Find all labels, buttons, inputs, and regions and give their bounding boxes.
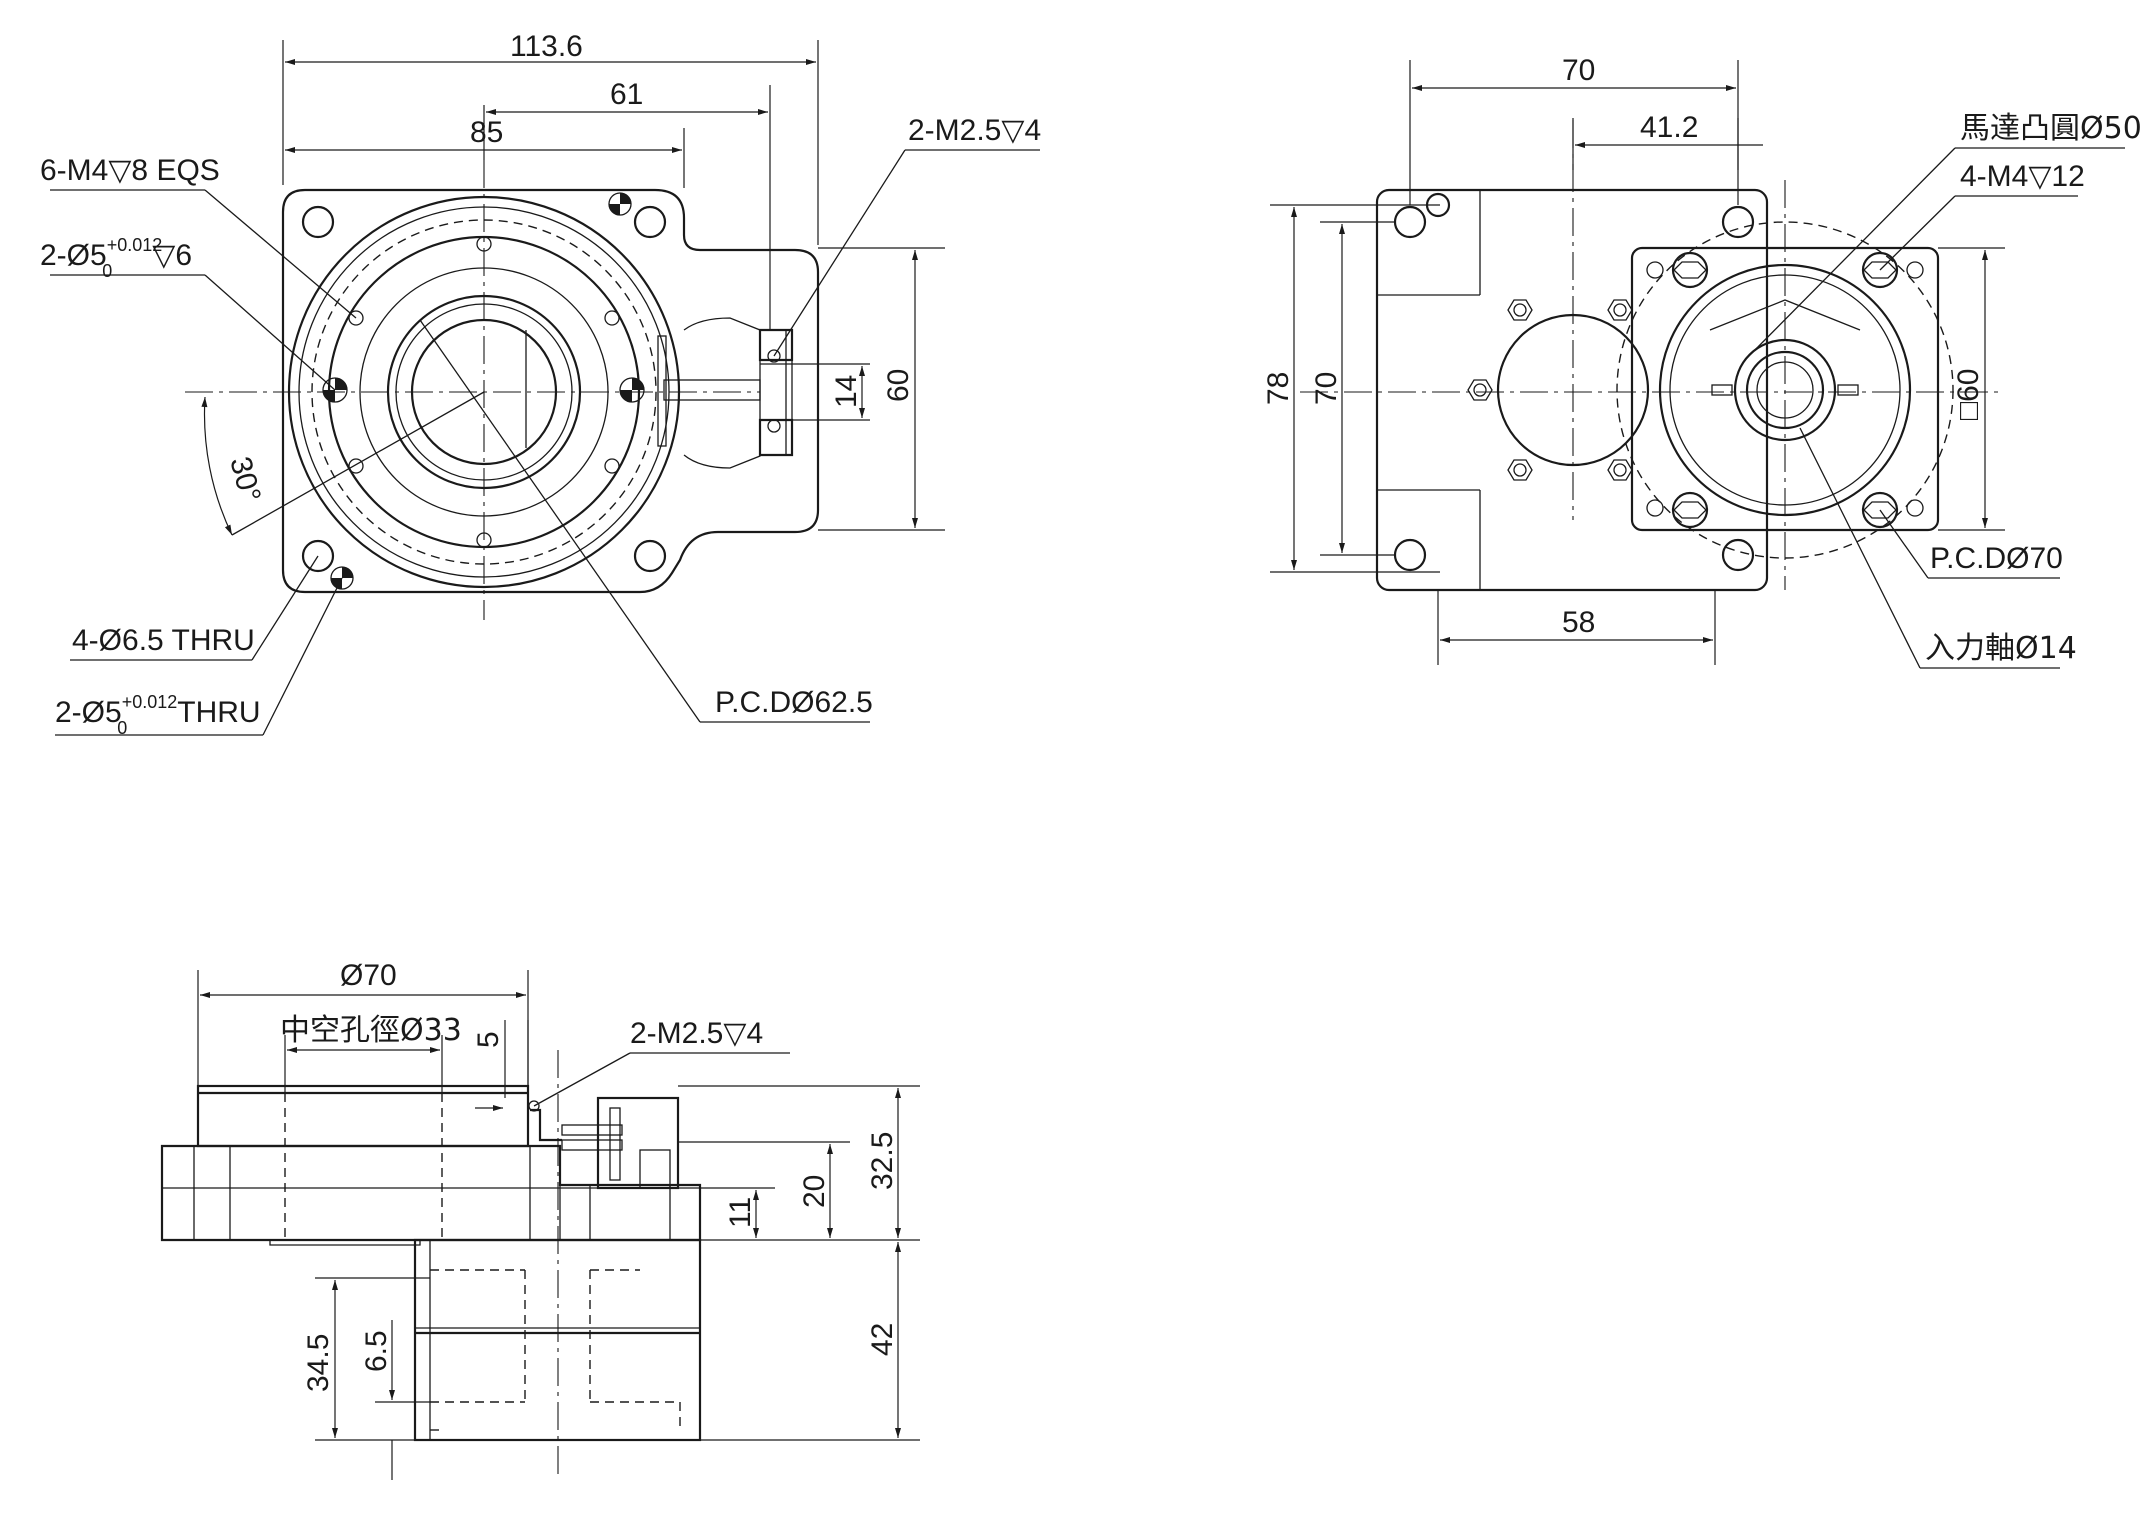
dim-o70: Ø70: [340, 959, 397, 992]
callout-sensor-screw: 2-M2.5▽4: [908, 114, 1041, 147]
side-base-plate: [1375, 188, 1769, 592]
top-view: 113.6 61 85 60 14 30° 6-M4▽8 EQS 2-Ø5+0.…: [40, 30, 1041, 738]
callout-front-sensor-screw: 2-M2.5▽4: [630, 1017, 763, 1050]
top-pcd-circle: [311, 219, 657, 565]
dim-60: 60: [882, 369, 915, 402]
top-bore-outer: [386, 294, 582, 490]
dim-5: 5: [472, 1031, 505, 1048]
front-housing: [160, 1144, 702, 1242]
callout-input-shaft: 入力軸Ø14: [1925, 631, 2077, 666]
callout-4-thru: 4-Ø6.5 THRU: [72, 624, 255, 657]
dim-85: 85: [470, 116, 503, 149]
front-view: Ø70 中空孔徑Ø33 5 32.5 20 11 42 34.5 6.5: [160, 959, 920, 1480]
top-bore-inner: [410, 318, 558, 466]
dim-34-5: 34.5: [302, 1334, 335, 1392]
dim-70-vert: 70: [1310, 372, 1343, 405]
top-corner-holes: [301, 205, 667, 573]
dim-11: 11: [724, 1197, 757, 1228]
dim-113-6: 113.6: [510, 30, 583, 63]
callout-4-m4: 4-M4▽12: [1960, 160, 2085, 193]
dim-20: 20: [798, 1175, 831, 1208]
side-view: 70 41.2 58 78 70 □60 馬達凸圓Ø50 4-M4▽12: [1262, 54, 2142, 669]
side-hub: [1496, 313, 1650, 467]
dim-41-2: 41.2: [1640, 111, 1698, 144]
input-shaft: [1745, 350, 1825, 430]
dim-30-deg: 30°: [223, 453, 267, 505]
top-outer-ring: [287, 195, 681, 589]
side-hub-bolts: [1467, 299, 1633, 481]
dim-hollow-bore: 中空孔徑Ø33: [280, 1013, 462, 1048]
callout-pcd-70: P.C.DØ70: [1930, 542, 2063, 575]
dim-70-top: 70: [1562, 54, 1595, 87]
top-bore-mid: [395, 303, 573, 481]
dim-arc-30: [201, 396, 233, 536]
dim-6-5: 6.5: [360, 1330, 393, 1372]
callout-6-m4: 6-M4▽8 EQS: [40, 154, 220, 187]
front-sensor-bracket: [528, 1096, 680, 1190]
dim-78: 78: [1262, 372, 1295, 405]
motor-pcd-circle: [1616, 221, 1954, 559]
motor-screws: [1646, 251, 1924, 529]
dim-42: 42: [866, 1323, 899, 1356]
top-outer-ring-2: [298, 206, 670, 578]
input-shaft-outer: [1733, 338, 1837, 442]
top-tapped-holes: [348, 236, 620, 548]
front-motor-adapter: [413, 1238, 702, 1442]
dim-58: 58: [1562, 606, 1595, 639]
callout-pcd-62-5: P.C.DØ62.5: [715, 686, 873, 719]
motor-flange: [1630, 246, 1940, 532]
dim-14: 14: [830, 375, 863, 408]
motor-boss: [1658, 263, 1912, 517]
dim-sq60: □60: [1952, 369, 1985, 421]
front-table: [196, 1084, 530, 1148]
dim-61: 61: [610, 78, 643, 111]
top-body-outline: [281, 188, 820, 594]
dim-32-5: 32.5: [866, 1132, 899, 1190]
callout-motor-boss: 馬達凸圓Ø50: [1960, 111, 2142, 146]
top-sensor-boss: [683, 317, 761, 469]
top-inner-ring: [359, 267, 609, 517]
